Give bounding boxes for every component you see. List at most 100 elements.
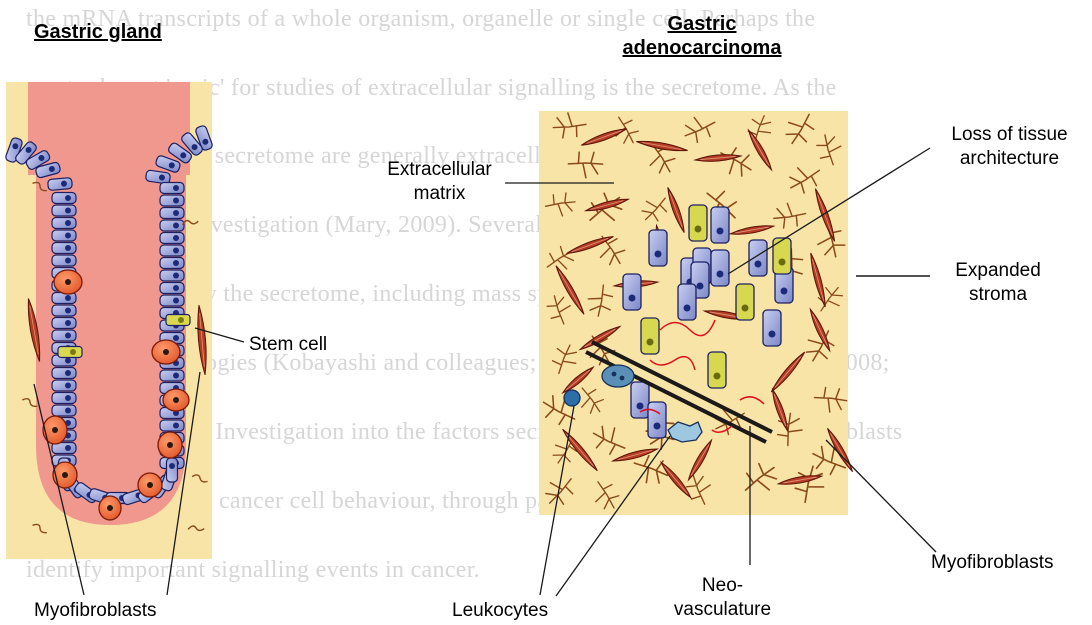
epithelial-cell [52, 318, 76, 329]
progenitor-nucleus [167, 442, 173, 448]
epithelial-cell [160, 183, 184, 194]
epithelial-cell-body [160, 220, 184, 231]
epithelial-cell-body [52, 193, 76, 204]
neovasculature-label: Neo- vasculature [660, 574, 785, 622]
label-line: stroma [942, 283, 1054, 307]
tumour-epithelial-cell [711, 207, 729, 243]
progenitor-nucleus [65, 279, 71, 285]
epithelial-nucleus [173, 298, 179, 304]
tumour-cell-nucleus [717, 271, 724, 278]
label-line: vasculature [660, 598, 785, 622]
epithelial-cell [52, 380, 76, 391]
epithelial-nucleus [173, 285, 179, 291]
epithelial-cell-body [160, 195, 184, 206]
tumour-cell-body [773, 238, 791, 274]
label-line: Neo- [660, 574, 785, 598]
extracellular-matrix-label: Extracellular matrix [372, 158, 507, 206]
epithelial-cell [160, 370, 184, 381]
epithelial-nucleus [65, 320, 71, 326]
epithelial-cell [160, 420, 184, 431]
epithelial-cell-body [160, 245, 184, 256]
epithelial-nucleus [173, 210, 179, 216]
progenitor-nucleus [107, 505, 113, 511]
tumour-cell-nucleus [755, 261, 762, 268]
leukocyte-granule [612, 372, 617, 377]
label-line: Loss of tissue [937, 123, 1082, 147]
epithelial-cell [167, 458, 178, 482]
epithelial-cell [52, 218, 76, 229]
epithelial-cell-body [52, 380, 76, 391]
epithelial-cell [52, 255, 76, 266]
progenitor-nucleus [62, 472, 68, 478]
tumour-cell-body [623, 274, 641, 310]
progenitor-cell [158, 432, 182, 458]
epithelial-cell-body [160, 283, 184, 294]
epithelial-nucleus [173, 260, 179, 266]
gland-myofibroblasts-label: Myofibroblasts [34, 599, 157, 623]
epithelial-cell-body [160, 295, 184, 306]
adenocarcinoma-title: Gastric adenocarcinoma [602, 12, 802, 60]
epithelial-nucleus [65, 208, 71, 214]
tumour-cell-body [763, 310, 781, 346]
epithelial-nucleus [173, 373, 179, 379]
epithelial-nucleus [65, 408, 71, 414]
tumour-epithelial-cell [711, 250, 729, 286]
tumour-cell-body [749, 240, 767, 276]
progenitor-cell [138, 473, 162, 497]
progenitor-nucleus [147, 482, 153, 488]
epithelial-cell [52, 230, 76, 241]
tumour-cell-nucleus [655, 251, 662, 258]
tumour-cell-nucleus [714, 373, 721, 380]
tumour-stem-like-cell [736, 284, 754, 320]
stem-cell [58, 347, 82, 358]
epithelial-cell [52, 193, 76, 204]
epithelial-cell-body [52, 243, 76, 254]
gastric-gland-panel [5, 82, 214, 559]
tumour-epithelial-cell [678, 284, 696, 320]
gastric-gland-title: Gastric gland [34, 20, 162, 44]
epithelial-nucleus [65, 445, 71, 451]
expanded-stroma-label: Expanded stroma [942, 259, 1054, 307]
epithelial-nucleus [173, 185, 179, 191]
label-line: Expanded [942, 259, 1054, 283]
tumour-cell-nucleus [695, 226, 702, 233]
stem-cell-nucleus [70, 349, 76, 355]
tumour-cell-body [708, 352, 726, 388]
tumour-cell-body [631, 382, 649, 418]
epithelial-cell-body [160, 420, 184, 431]
epithelial-cell [160, 295, 184, 306]
tumour-stem-like-cell [689, 205, 707, 241]
tumour-cell-body [641, 318, 659, 354]
epithelial-cell [52, 393, 76, 404]
tumour-cell-body [711, 250, 729, 286]
gland-stroma [6, 82, 28, 182]
epithelial-cell-body [52, 218, 76, 229]
tumour-cell-body [736, 284, 754, 320]
loss-of-architecture-label: Loss of tissue architecture [937, 123, 1082, 171]
epithelial-cell [160, 220, 184, 231]
tumour-cell-body [711, 207, 729, 243]
epithelial-cell-body [160, 233, 184, 244]
epithelial-nucleus [65, 370, 71, 376]
progenitor-cell [54, 270, 82, 294]
tumour-epithelial-cell [648, 402, 666, 438]
epithelial-cell-body [52, 255, 76, 266]
tumour-cell-body [649, 230, 667, 266]
epithelial-cell [52, 205, 76, 216]
tumour-stem-like-cell [773, 238, 791, 274]
epithelial-cell [52, 305, 76, 316]
tumour-epithelial-cell [623, 274, 641, 310]
epithelial-cell-body [160, 183, 184, 194]
epithelial-nucleus [173, 198, 179, 204]
tumour-cell-nucleus [781, 288, 788, 295]
progenitor-cell [99, 496, 121, 520]
epithelial-cell [160, 258, 184, 269]
epithelial-nucleus [65, 233, 71, 239]
stem-cell-nucleus [178, 317, 184, 323]
epithelial-cell [52, 243, 76, 254]
epithelial-nucleus [65, 395, 71, 401]
epithelial-nucleus [65, 195, 71, 201]
tumour-epithelial-cell [749, 240, 767, 276]
epithelial-nucleus [173, 273, 179, 279]
